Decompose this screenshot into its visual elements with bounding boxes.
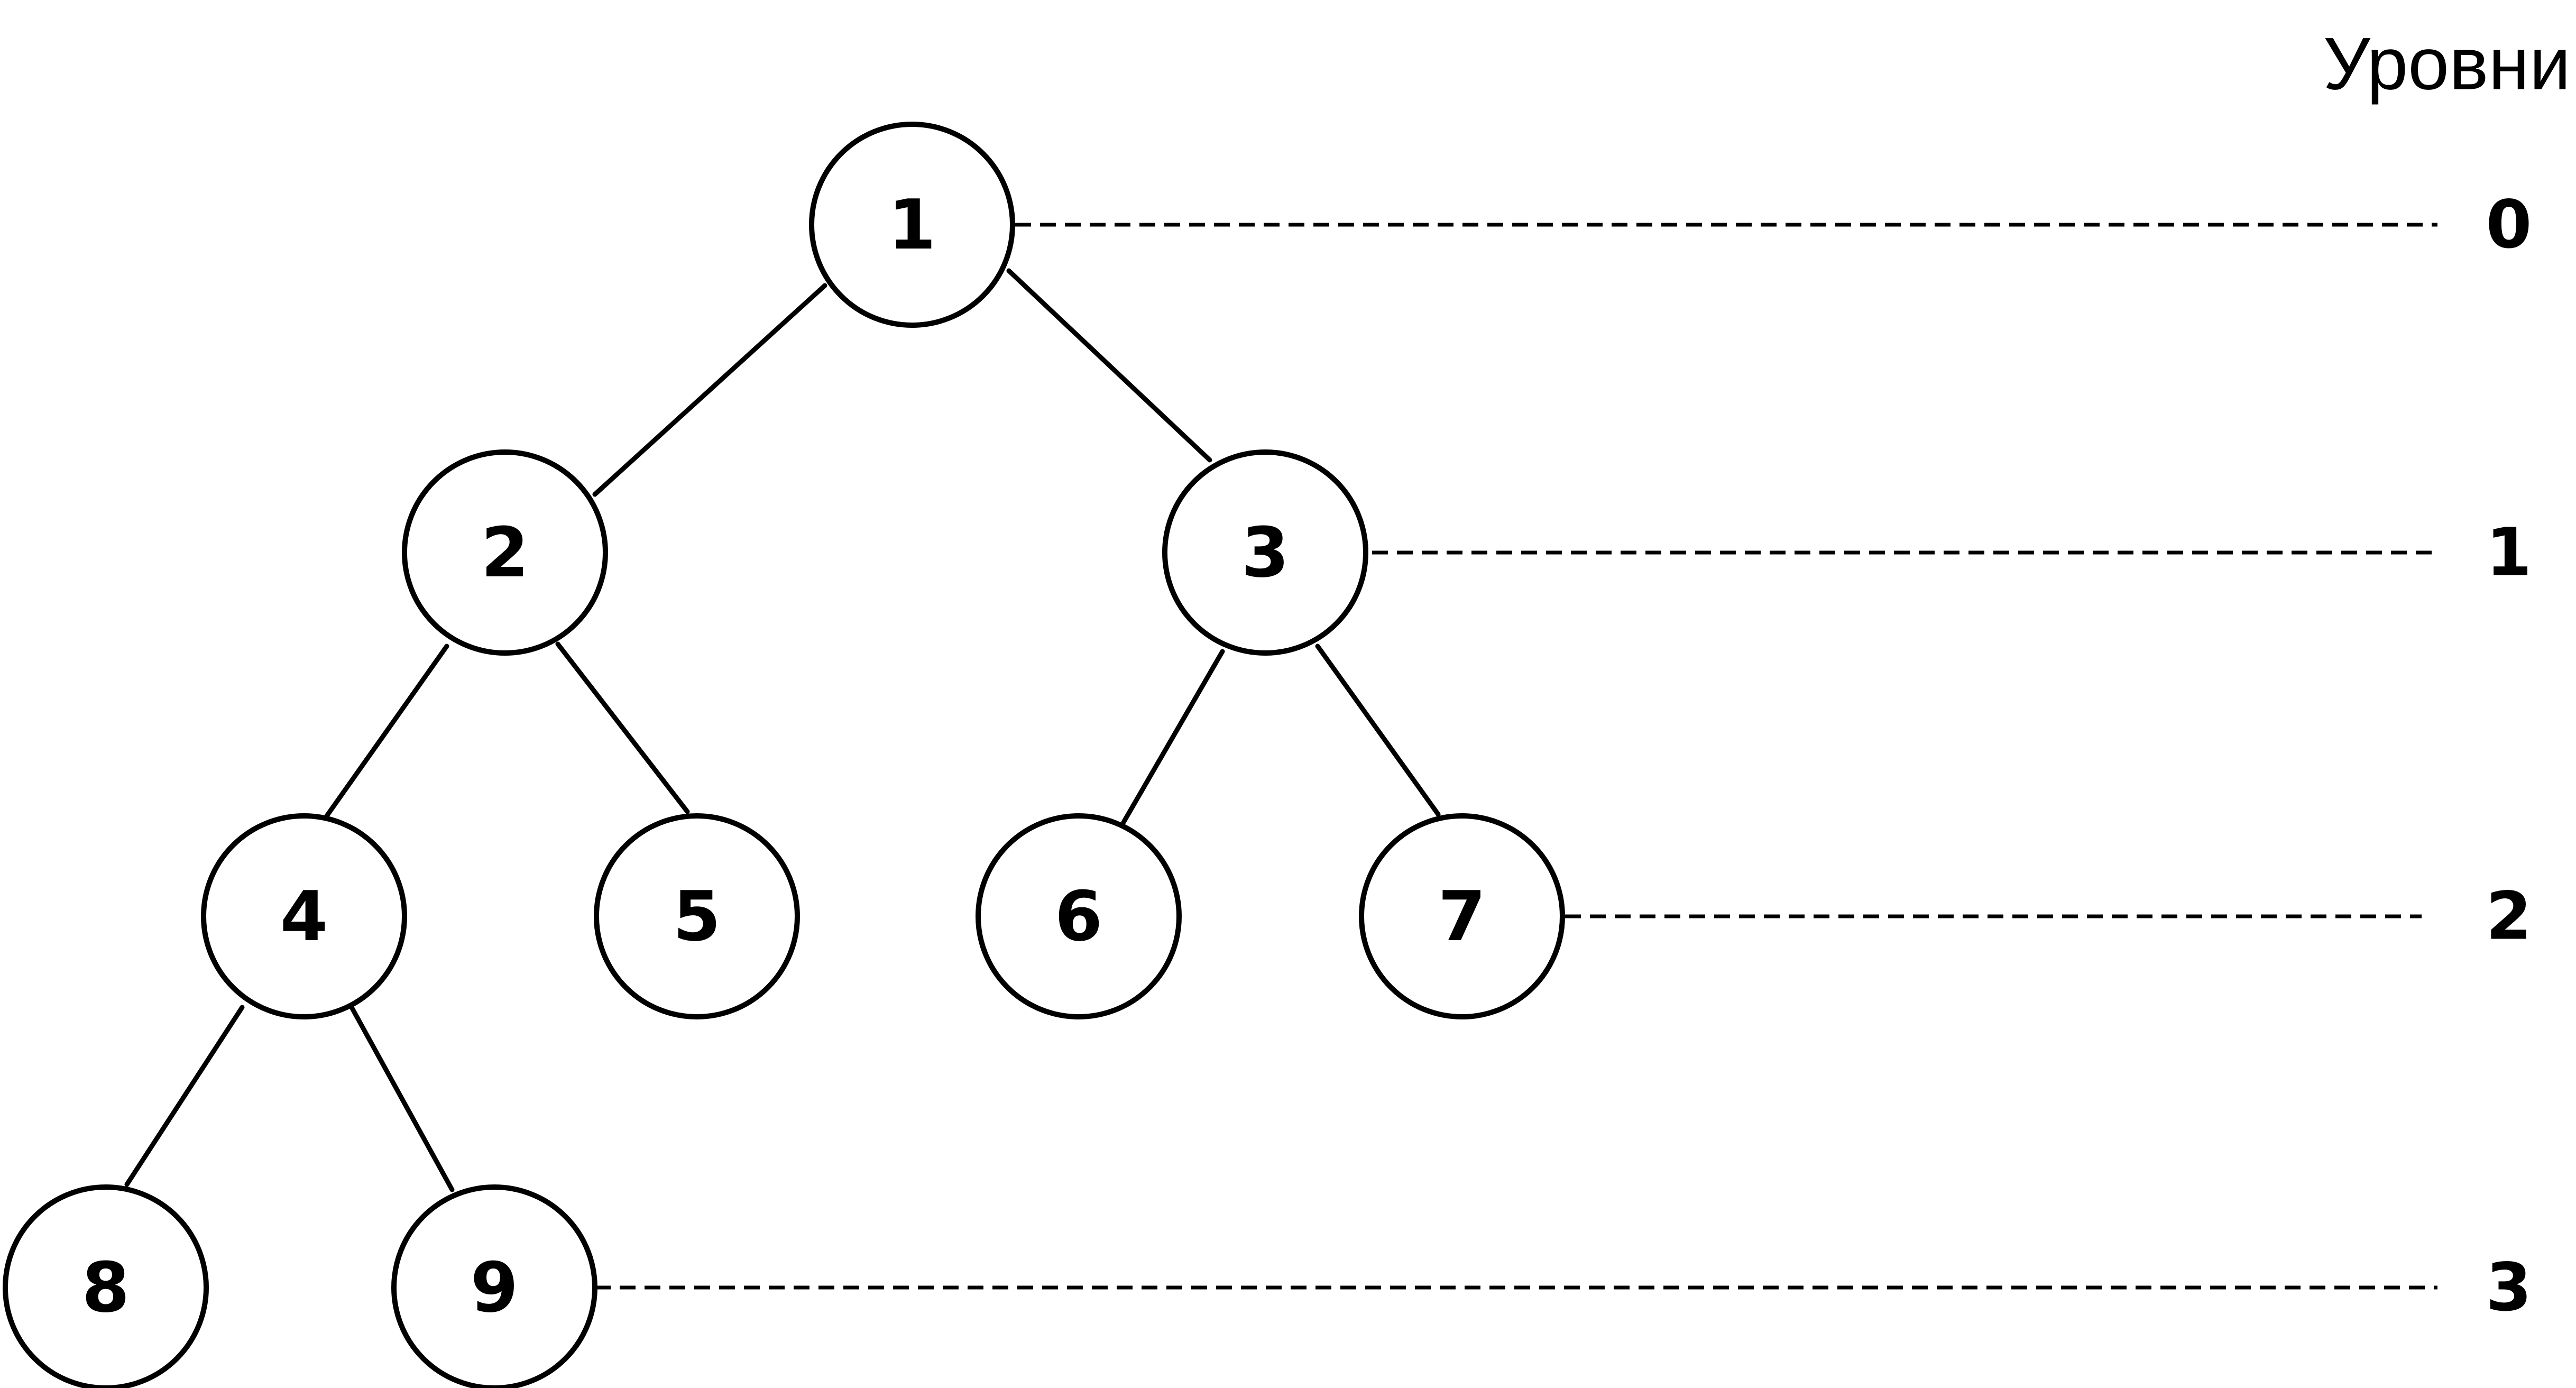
edge-2-5 (555, 641, 690, 814)
level-label-3: 3 (2486, 1249, 2532, 1326)
edge-1-3 (1006, 268, 1212, 463)
tree-node: 4 (201, 813, 407, 1019)
tree-node: 8 (3, 1184, 209, 1388)
edge-4-8 (124, 1005, 245, 1187)
edge-1-2 (592, 283, 827, 497)
edge-3-7 (1315, 644, 1441, 817)
node-label: 7 (1438, 876, 1486, 957)
tree-nodes: 1 2 3 4 5 6 7 8 (3, 122, 1565, 1388)
node-label: 9 (471, 1247, 518, 1328)
node-label: 5 (673, 876, 721, 957)
tree-node: 5 (594, 813, 800, 1019)
levels-title: Уровни (2323, 22, 2571, 105)
tree-node: 1 (809, 122, 1015, 328)
node-label: 2 (481, 512, 529, 593)
level-label-2: 2 (2486, 878, 2532, 955)
tree-node: 7 (1359, 813, 1565, 1019)
tree-edges (124, 268, 1441, 1192)
tree-node: 3 (1162, 449, 1368, 656)
edge-2-4 (324, 644, 449, 819)
tree-node: 6 (976, 813, 1182, 1019)
node-label: 8 (82, 1247, 130, 1328)
level-label-1: 1 (2486, 514, 2532, 591)
level-guides (595, 223, 2437, 1290)
level-label-0: 0 (2486, 187, 2532, 263)
edge-4-9 (349, 1005, 455, 1192)
edge-3-6 (1121, 649, 1225, 825)
level-labels: 0 1 2 3 (2486, 187, 2532, 1326)
tree-node: 9 (391, 1184, 597, 1388)
node-label: 6 (1055, 876, 1102, 957)
tree-node: 2 (402, 449, 608, 656)
node-label: 3 (1241, 512, 1289, 593)
node-label: 4 (280, 876, 328, 957)
node-label: 1 (888, 185, 936, 265)
